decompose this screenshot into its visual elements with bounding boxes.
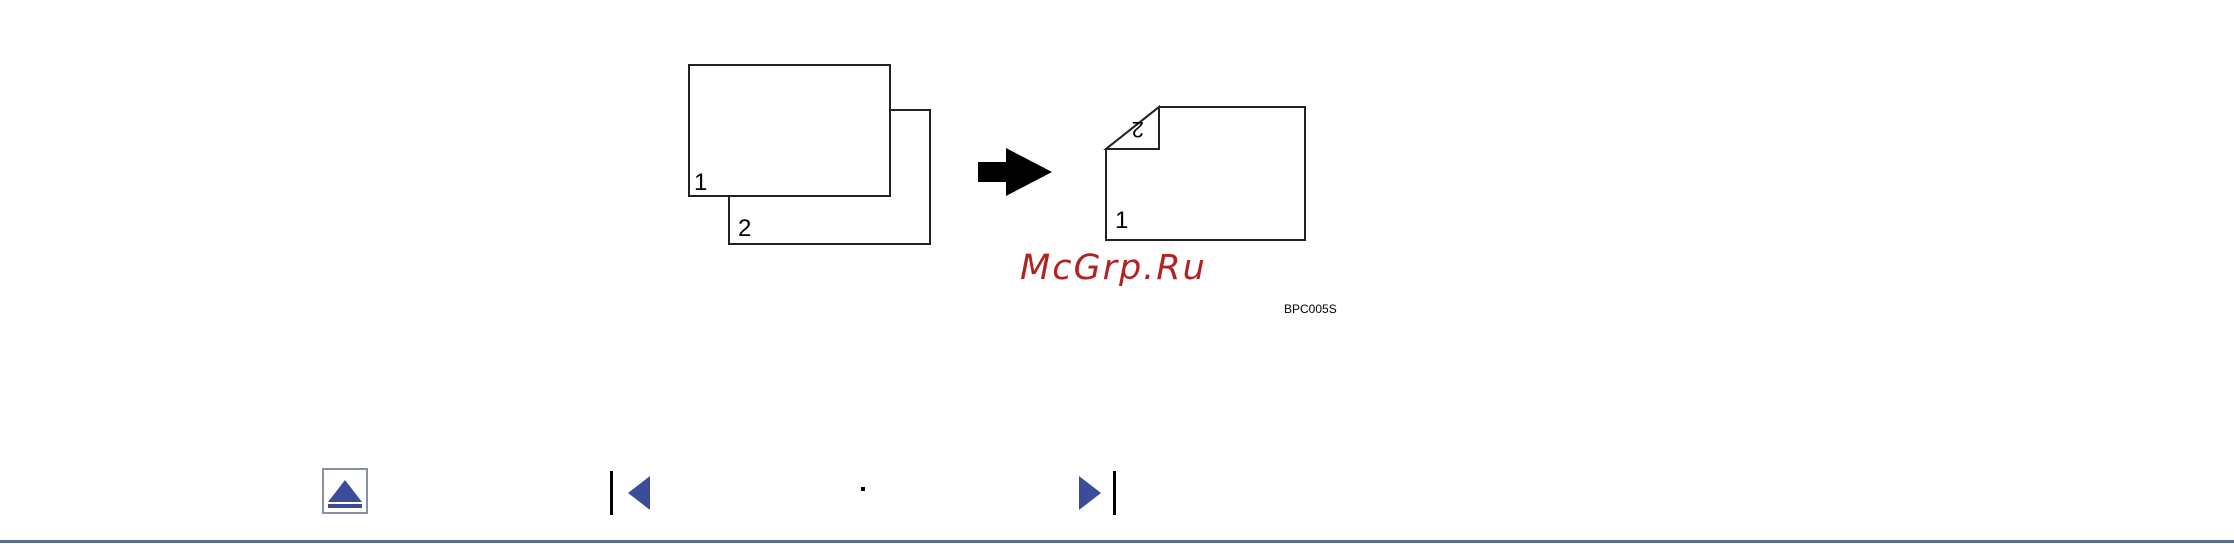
result-front-number: 1: [1115, 207, 1128, 234]
page-1-number: 1: [694, 169, 707, 196]
page-1-sheet: [689, 65, 890, 196]
next-page-icon: [1077, 470, 1121, 516]
result-page: 2 1: [1106, 107, 1305, 240]
previous-page-icon: [608, 470, 652, 516]
watermark-text: McGrp.Ru: [1020, 248, 1207, 288]
arrow-up-icon: [322, 468, 368, 514]
right-arrow-icon: [978, 148, 1052, 196]
page-stack: 1 2: [689, 65, 930, 244]
top-button[interactable]: [322, 468, 368, 514]
previous-page-button[interactable]: [608, 470, 652, 516]
figure-code: BPC005S: [1284, 302, 1337, 316]
next-page-button[interactable]: [1077, 470, 1121, 516]
page-separator-dot: [861, 487, 865, 491]
result-back-number: 2: [1132, 117, 1144, 142]
page-2-number: 2: [738, 215, 751, 242]
bottom-divider: [0, 540, 2234, 543]
